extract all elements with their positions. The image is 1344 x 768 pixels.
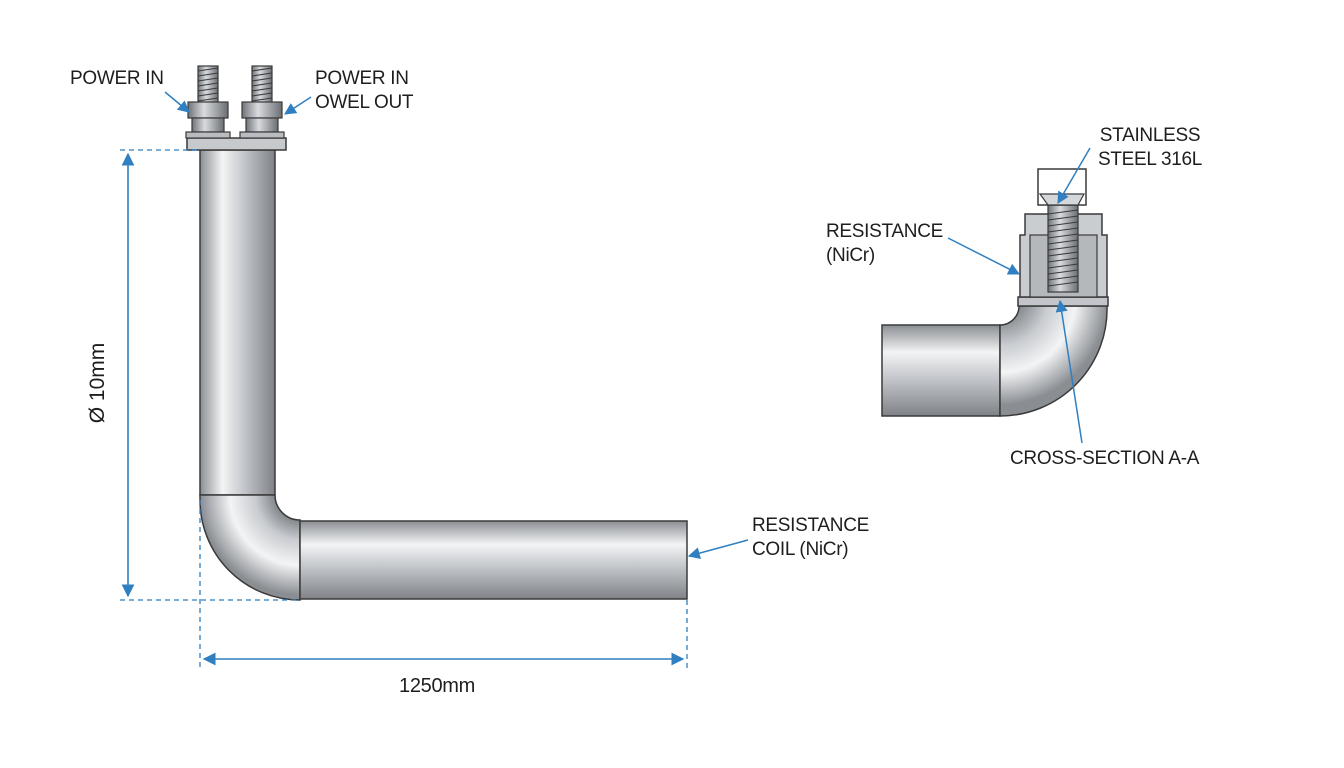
power-in-right-label: POWER IN OWEL OUT bbox=[315, 67, 414, 115]
stainless-line1: STAINLESS bbox=[1099, 125, 1201, 146]
resistance-line2: (NiCr) bbox=[826, 245, 875, 266]
power-in-right-line1: POWER IN bbox=[315, 68, 409, 89]
cross-section-label: CROSS-SECTION A-A bbox=[1010, 448, 1200, 469]
coil-line1: RESISTANCE bbox=[752, 515, 870, 536]
resistance-line1: RESISTANCE bbox=[826, 221, 944, 242]
vertical-tube bbox=[199, 149, 276, 496]
power-in-left-label: POWER IN bbox=[70, 68, 164, 89]
diameter-label: Ø 10mm bbox=[86, 342, 109, 424]
cross-section-detail bbox=[881, 168, 1109, 417]
resistance-label: RESISTANCE (NiCr) bbox=[826, 220, 943, 268]
leader-arrows bbox=[164, 91, 749, 559]
section-straight-tube bbox=[881, 324, 1001, 417]
stainless-steel-label: STAINLESS STEEL 316L bbox=[1098, 124, 1202, 172]
length-label: 1250mm bbox=[399, 675, 476, 697]
main-element bbox=[185, 65, 688, 601]
coil-line2: COIL (NiCr) bbox=[752, 539, 849, 560]
dimension-lines bbox=[120, 149, 688, 668]
stainless-line2: STEEL 316L bbox=[1098, 149, 1203, 170]
section-collar bbox=[1017, 296, 1109, 307]
tube-bend bbox=[199, 494, 301, 601]
section-leader-arrows bbox=[947, 147, 1091, 444]
section-bend bbox=[999, 305, 1108, 417]
horizontal-tube bbox=[299, 520, 688, 600]
terminal-left bbox=[185, 65, 231, 139]
flange bbox=[186, 137, 287, 151]
terminal-right bbox=[239, 65, 285, 139]
resistance-coil-label: RESISTANCE COIL (NiCr) bbox=[752, 514, 869, 562]
power-in-right-line2: OWEL OUT bbox=[315, 92, 414, 113]
